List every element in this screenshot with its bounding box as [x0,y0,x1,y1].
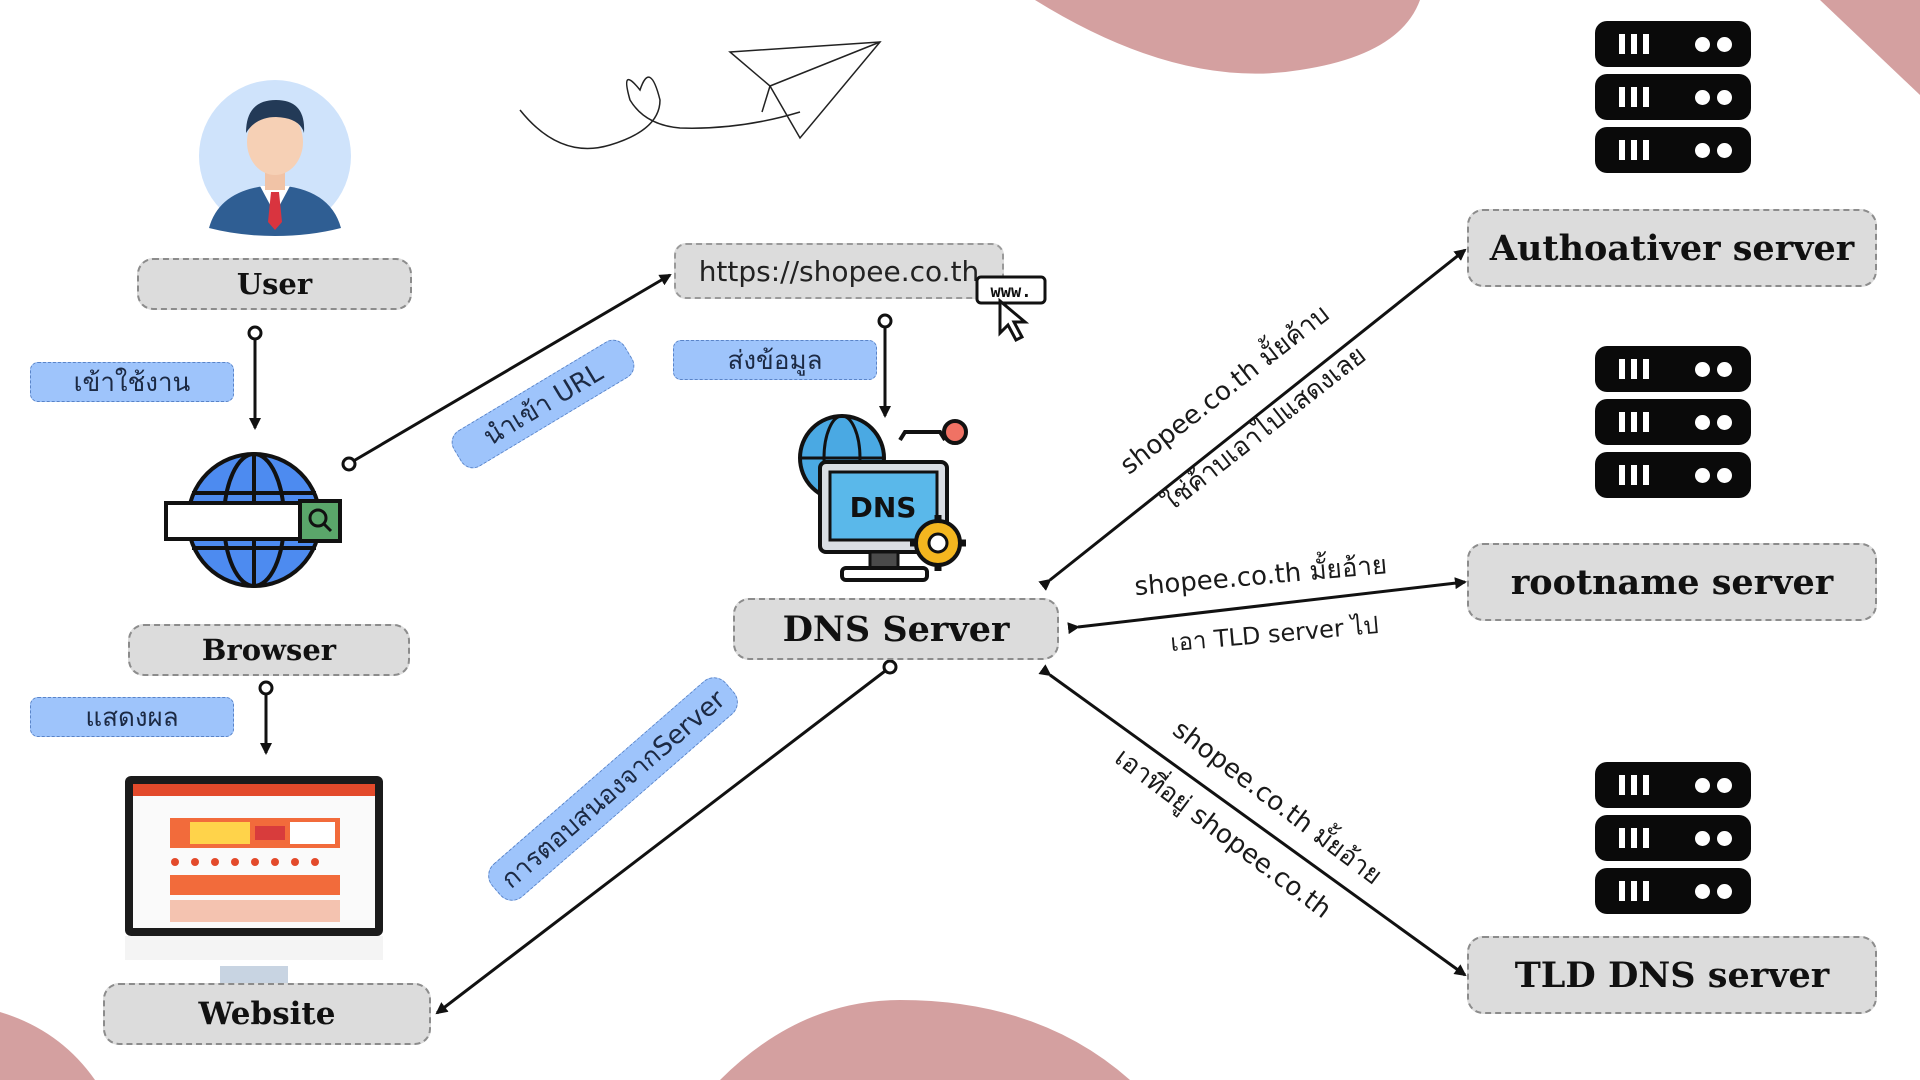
display-tag: แสดงผล [30,697,234,737]
dns-server-node[interactable]: DNS Server [733,598,1059,660]
tld-server-icon [1595,762,1751,921]
authoritative-server-label: Authoativer server [1489,227,1855,269]
authoritative-server-node[interactable]: Authoativer server [1467,209,1877,287]
user-label: User [236,267,313,301]
rootname-server-node[interactable]: rootname server [1467,543,1877,621]
website-node[interactable]: Website [103,983,431,1045]
bottom-blob [720,1000,1130,1080]
browser-label: Browser [201,633,337,667]
dns-tld-arrow [1038,664,1467,977]
dns-to-website-arrow [435,666,890,1015]
user-arrow-origin [247,325,263,341]
url-arrow-origin [877,313,893,329]
url-box[interactable]: https://shopee.co.th [674,243,1004,299]
www-badge: www. [991,282,1032,302]
tld-server-label: TLD DNS server [1514,954,1830,996]
dns-website-origin [882,659,898,675]
dns-auth-arrow [1038,248,1467,591]
display-tag-text: แสดงผล [85,702,179,733]
access-tag-text: เข้าใช้งาน [73,367,191,398]
send-data-tag-text: ส่งข้อมูล [727,345,823,376]
authoritative-server-icon [1595,21,1751,180]
dns-server-label: DNS Server [782,608,1010,650]
top-blob [1035,0,1420,74]
bottom-left-blob [0,1012,95,1080]
dns-icon-text: DNS [850,491,917,524]
access-tag: เข้าใช้งาน [30,362,234,402]
rootname-server-icon [1595,346,1751,505]
tld-server-node[interactable]: TLD DNS server [1467,936,1877,1014]
top-right-blob [1820,0,1920,95]
browser-arrow-origin [258,680,274,696]
send-data-tag: ส่งข้อมูล [673,340,877,380]
browser-url-origin [341,456,357,472]
url-text: https://shopee.co.th [698,254,980,288]
browser-node[interactable]: Browser [128,624,410,676]
website-label: Website [198,996,336,1032]
browser-to-url-arrow [349,273,672,465]
dns-root-arrow [1067,577,1467,635]
user-node[interactable]: User [137,258,412,310]
rootname-server-label: rootname server [1510,561,1834,603]
